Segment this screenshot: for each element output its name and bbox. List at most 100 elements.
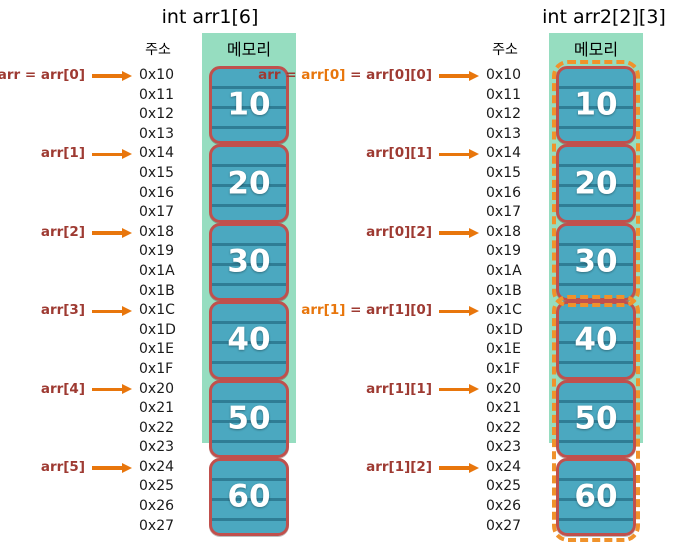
address-row: 0x1C [486,302,522,319]
pointer-label: arr = arr[0] = arr[0][0] [258,67,481,85]
memory-cell-value: 40 [574,321,618,358]
pointer-arrow-icon [439,384,481,395]
memory-cell: 40 [209,301,289,380]
memory-cell: 60 [209,457,289,537]
address-row: 0x1B [139,282,175,299]
address-row: 0x19 [486,243,522,260]
diagram-panel-arr2: int arr2[2][3] 메모리 주소 0x10 0x11 0x12 0x13 0x… [258,0,694,542]
pointer-label-text: arr[3] [40,302,85,319]
pointer-label: arr[3] [0,302,134,320]
address-row: 0x11 [486,86,522,103]
address-row: 0x16 [139,184,175,201]
panel-title-arr1: int arr1[6] [161,6,259,28]
address-row: 0x20 [486,380,522,397]
address-row: 0x10 [139,67,175,83]
pointer-label-text: arr[1][2] [366,459,432,476]
pointer-label-text: arr[0][1] [366,145,432,162]
address-row: 0x19 [139,243,175,260]
address-row: 0x22 [139,419,175,436]
memory-cell-value: 60 [227,478,271,515]
pointer-arrow-icon [439,462,481,473]
address-row: 0x1D [139,321,176,338]
panel-title-arr2: int arr2[2][3] [542,6,666,28]
address-row: 0x27 [139,517,175,534]
address-row: 0x24 [486,458,522,475]
memory-cell: 30 [556,222,636,302]
pointer-arrow-icon [92,462,134,473]
pointer-label-text: arr[2] [40,223,85,240]
memory-cell: 40 [556,301,636,380]
address-row: 0x1D [486,321,523,338]
address-row: 0x25 [139,478,175,495]
memory-cell: 50 [209,379,289,458]
memory-cell-value: 10 [227,86,271,123]
memory-cell-value: 10 [574,86,618,123]
pointer-label: arr[0][2] [347,224,481,242]
memory-cell-value: 30 [227,243,271,280]
pointer-label-text: arr = arr[0] [0,67,85,84]
address-row: 0x11 [139,86,175,103]
pointer-label: arr[4] [0,380,134,398]
pointer-arrow-icon [92,227,134,238]
memory-cell-value: 50 [574,400,618,437]
address-row: 0x23 [486,439,522,456]
address-row: 0x1E [139,341,174,358]
memory-cell-value: 20 [574,165,618,202]
pointer-label-text: arr[0][2] [366,223,432,240]
pointer-arrow-icon [92,149,134,160]
pointer-label-text: arr[1] = arr[1][0] [301,302,432,319]
memory-cell: 10 [556,66,636,145]
pointer-label: arr[0][1] [347,145,481,163]
memory-column-header-arr2: 메모리 [573,40,619,59]
address-row: 0x1C [139,302,175,319]
pointer-label-text: arr[1][1] [366,380,432,397]
pointer-label-text: arr[4] [40,380,85,397]
pointer-arrow-icon [439,306,481,316]
address-row: 0x17 [486,204,522,221]
pointer-label-text: arr[5] [40,459,85,476]
address-row: 0x27 [486,517,522,534]
address-column-header-arr2: 주소 [492,42,518,58]
pointer-label: arr[1][1] [347,380,481,398]
address-row: 0x18 [486,223,522,240]
group-boxes-arr2 [347,0,694,542]
address-row: 0x17 [139,204,175,221]
address-row: 0x12 [139,106,175,123]
address-row: 0x15 [139,164,175,181]
pointer-arrow-icon [439,70,481,81]
address-row: 0x25 [486,478,522,495]
address-row: 0x15 [486,164,522,181]
address-row: 0x1F [139,360,174,377]
pointer-label: arr[1] [0,145,134,163]
pointer-label: arr[1][2] [347,459,481,477]
memory-cell: 60 [556,457,636,537]
pointer-arrow-icon [92,384,134,395]
address-row: 0x24 [139,458,175,475]
address-row: 0x13 [486,125,522,142]
address-row: 0x22 [486,419,522,436]
memory-column-header-arr1: 메모리 [226,40,272,59]
address-row: 0x21 [139,400,175,417]
address-row: 0x14 [486,145,522,162]
address-row: 0x10 [486,67,522,83]
address-row: 0x1F [486,360,521,377]
memory-cell: 20 [209,144,289,223]
pointer-arrow-icon [439,149,481,160]
address-row: 0x1B [486,282,522,299]
pointer-label: arr[1] = arr[1][0] [301,302,481,320]
address-row: 0x20 [139,380,175,397]
address-row: 0x12 [486,106,522,123]
memory-cell: 30 [209,222,289,302]
address-row: 0x13 [139,125,175,142]
address-row: 0x21 [486,400,522,417]
pointer-arrow-icon [92,306,134,316]
address-row: 0x16 [486,184,522,201]
memory-cell-value: 50 [227,400,271,437]
address-row: 0x26 [139,498,175,515]
pointer-label: arr[2] [0,224,134,242]
address-row: 0x18 [139,223,175,240]
array-row-group-box [552,60,640,308]
address-row: 0x23 [139,439,175,456]
address-row: 0x1E [486,341,521,358]
memory-cell: 10 [209,66,289,145]
